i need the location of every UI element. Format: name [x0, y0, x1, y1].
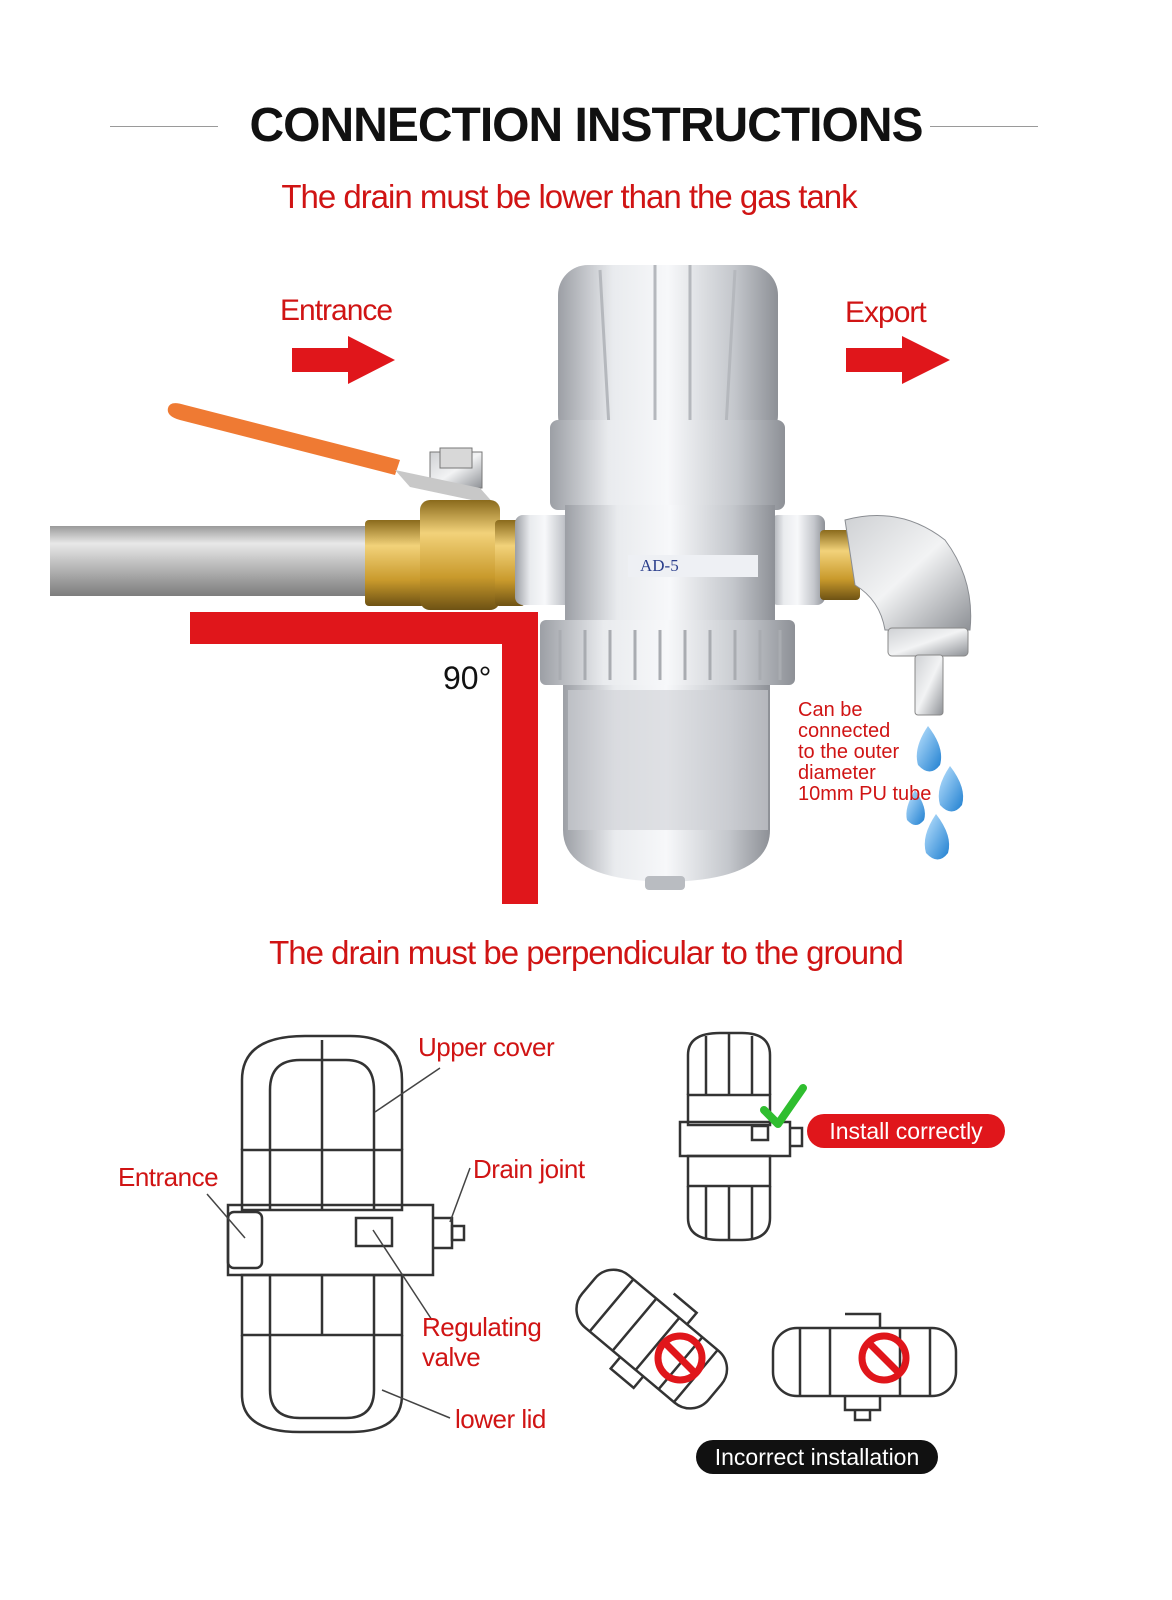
regulating-valve-line: valve	[422, 1342, 481, 1372]
ninety-degree-bracket	[190, 612, 538, 644]
subtitle-top: The drain must be lower than the gas tan…	[281, 178, 857, 215]
check-icon	[760, 1084, 807, 1128]
tube-note-line: diameter	[798, 762, 876, 784]
entrance-label: Entrance	[280, 294, 393, 327]
water-drop-icon	[924, 814, 950, 860]
upper-cover-label: Upper cover	[418, 1032, 555, 1062]
prohibited-icon	[858, 1332, 910, 1384]
title-rule-left	[110, 126, 218, 127]
tube-note-line: connected	[798, 720, 891, 742]
outlet-elbow	[820, 515, 972, 716]
prohibited-icon	[654, 1332, 706, 1384]
entrance-arrow-icon	[292, 336, 395, 384]
model-label: AD-5	[628, 555, 758, 577]
inlet-pipe	[50, 526, 370, 596]
title-rule-right	[930, 126, 1038, 127]
lower-lid-label: lower lid	[455, 1404, 546, 1434]
water-drop-icon	[938, 766, 964, 812]
tube-note-line: Can be	[798, 699, 863, 721]
tube-note: Can be connected to the outer diameter 1…	[798, 700, 931, 805]
entrance-diagram-label: Entrance	[118, 1162, 219, 1192]
install-correctly-badge: Install correctly	[807, 1114, 1005, 1148]
water-drop-icon	[916, 726, 942, 772]
tube-note-line: 10mm PU tube	[798, 783, 932, 805]
ball-valve	[167, 403, 525, 610]
subtitle-bottom: The drain must be perpendicular to the g…	[269, 934, 904, 971]
water-drop-icon	[906, 790, 925, 825]
export-arrow-icon	[846, 336, 950, 384]
page-title: CONNECTION INSTRUCTIONS	[249, 99, 924, 152]
regulating-valve-label: Regulating valve	[422, 1312, 542, 1372]
angle-label: 90°	[443, 660, 492, 696]
drain-joint-label: Drain joint	[473, 1154, 585, 1184]
regulating-valve-line: Regulating	[422, 1312, 542, 1342]
export-label: Export	[845, 296, 927, 329]
incorrect-installation-badge: Incorrect installation	[696, 1440, 938, 1474]
tube-note-line: to the outer	[798, 741, 900, 763]
